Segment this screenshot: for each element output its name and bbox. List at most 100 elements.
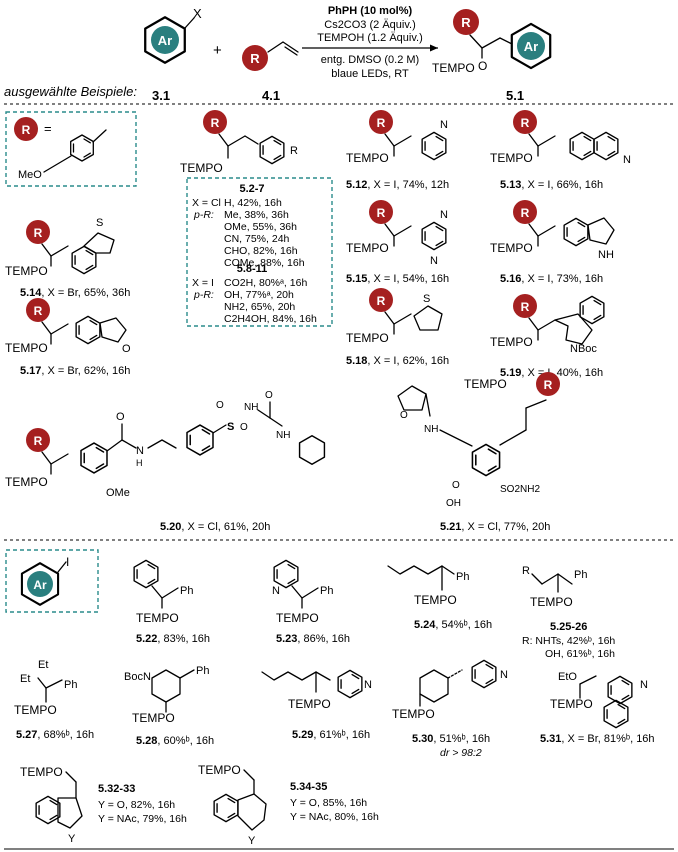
meo-group: MeO bbox=[18, 169, 42, 181]
y-atom: Y bbox=[68, 833, 76, 845]
structure-5-19: R TEMPO NBoc bbox=[490, 294, 605, 355]
n-atom: N bbox=[136, 445, 144, 457]
r-badge bbox=[369, 110, 393, 134]
substituent-row: OMe, 55%, 36h bbox=[224, 221, 297, 233]
nh-atom: NH bbox=[276, 430, 290, 441]
tempo-label: TEMPO bbox=[530, 595, 573, 609]
ph-group: Ph bbox=[320, 585, 333, 597]
product-label: 5.1 bbox=[506, 88, 524, 103]
section-title: ausgewählte Beispiele: bbox=[4, 84, 137, 99]
base-text: Cs2CO3 (2 Äquiv.) bbox=[324, 19, 416, 31]
y-atom: Y bbox=[248, 835, 256, 847]
r-badge bbox=[513, 200, 537, 224]
box-pr-2: p-R: bbox=[193, 289, 214, 301]
n-atom: N bbox=[440, 209, 448, 221]
o-atom: O bbox=[240, 422, 248, 433]
ar-badge-label: Ar bbox=[524, 39, 538, 54]
structure-5-20: R TEMPO O N H OMe S O O NH O NH bbox=[5, 390, 326, 499]
structure-5-29: N TEMPO bbox=[261, 669, 372, 711]
nboc-group: NBoc bbox=[570, 343, 597, 355]
n-atom: N bbox=[640, 679, 648, 691]
para-r: R bbox=[290, 145, 298, 157]
r-badge bbox=[513, 294, 537, 318]
r-badge-label: R bbox=[461, 15, 471, 30]
r-oh-text: OH, 61%ᵇ, 16h bbox=[545, 648, 615, 660]
structure-5-24: Ph TEMPO bbox=[387, 565, 469, 607]
o-atom: O bbox=[400, 410, 408, 421]
r-badge bbox=[513, 110, 537, 134]
tempo-label: TEMPO bbox=[490, 241, 533, 255]
ph-group: Ph bbox=[574, 569, 587, 581]
r-badge bbox=[26, 428, 50, 452]
substituent-row: H, 42%, 16h bbox=[224, 197, 282, 209]
oh-group: OH bbox=[446, 498, 461, 509]
r-plain: R bbox=[522, 565, 530, 577]
equals-sign: = bbox=[44, 121, 52, 136]
caption-5-17: 5.17, X = Br, 62%, 16h bbox=[20, 365, 130, 377]
structure-5-12: R TEMPO N bbox=[346, 110, 448, 165]
tempo-label: TEMPO bbox=[464, 377, 507, 391]
structure-5-22: Ph TEMPO bbox=[133, 559, 193, 625]
ph-group: Ph bbox=[456, 571, 469, 583]
structure-5-32-33: TEMPO Y bbox=[20, 765, 83, 845]
caption-5-15: 5.15, X = I, 54%, 16h bbox=[346, 273, 449, 285]
caption-5-14: 5.14, X = Br, 65%, 36h bbox=[20, 287, 130, 299]
structure-5-14: R TEMPO S bbox=[5, 217, 115, 278]
i-atom: I bbox=[66, 555, 69, 569]
ar-badge bbox=[517, 32, 545, 60]
reactant1-label: 3.1 bbox=[152, 88, 170, 103]
r-badge bbox=[26, 298, 50, 322]
tempo-label: TEMPO bbox=[136, 611, 179, 625]
caption-5-28: 5.28, 60%ᵇ, 16h bbox=[136, 735, 214, 747]
substituent-row: CHO, 82%, 16h bbox=[224, 245, 298, 257]
tempo-label: TEMPO bbox=[490, 335, 533, 349]
substituent-row: C2H4OH, 84%, 16h bbox=[224, 313, 317, 325]
box-title-2: 5.8-11 bbox=[237, 263, 268, 275]
bocn-group: BocN bbox=[124, 671, 151, 683]
r-badge bbox=[369, 200, 393, 224]
r-badge-label: R bbox=[211, 116, 220, 130]
et-group: Et bbox=[20, 673, 30, 685]
r-badge-label: R bbox=[250, 51, 260, 66]
structure-5-30: N TEMPO bbox=[392, 659, 508, 721]
y32b-text: Y = NAc, 79%, 16h bbox=[98, 813, 187, 825]
y34a-text: Y = O, 85%, 16h bbox=[290, 797, 367, 809]
tempo-label: TEMPO bbox=[5, 264, 48, 278]
tempo-label: TEMPO bbox=[346, 331, 389, 345]
solvent-text: entg. DMSO (0.2 M) bbox=[321, 54, 419, 66]
ar-badge bbox=[151, 26, 179, 54]
halide-x: X bbox=[193, 6, 202, 21]
r-badge-label: R bbox=[34, 304, 43, 318]
substituent-box bbox=[186, 177, 333, 327]
tempo-label: TEMPO bbox=[180, 161, 223, 175]
r-badge-label: R bbox=[377, 206, 386, 220]
trap-text: TEMPOH (1.2 Äquiv.) bbox=[317, 32, 423, 44]
caption-5-31: 5.31, X = Br, 81%ᵇ, 16h bbox=[540, 733, 655, 745]
structure-5-28: BocN Ph TEMPO bbox=[124, 665, 209, 725]
substituent-row: OH, 77%ᵃ, 20h bbox=[224, 289, 294, 301]
o-atom: O bbox=[216, 400, 224, 411]
r-badge-label: R bbox=[377, 294, 386, 308]
r-badge-label: R bbox=[521, 206, 530, 220]
structure-5-16: R TEMPO NH bbox=[490, 200, 615, 261]
substituent-row: NH2, 65%, 20h bbox=[224, 301, 295, 313]
caption-5-20: 5.20, X = Cl, 61%, 20h bbox=[160, 521, 270, 533]
n-atom: N bbox=[272, 585, 280, 597]
reaction-conditions: PhPH (10 mol%) Cs2CO3 (2 Äquiv.) TEMPOH … bbox=[302, 5, 438, 80]
r-nhts-text: R: NHTs, 42%ᵇ, 16h bbox=[522, 635, 615, 647]
structure-5-23: N Ph TEMPO bbox=[272, 559, 333, 625]
et-group: Et bbox=[38, 659, 48, 671]
caption-5-24: 5.24, 54%ᵇ, 16h bbox=[414, 619, 492, 631]
n-atom: N bbox=[364, 679, 372, 691]
r-badge-label: R bbox=[521, 116, 530, 130]
r-badge bbox=[242, 45, 268, 71]
caption-5-22: 5.22, 83%, 16h bbox=[136, 633, 210, 645]
tempo-label: TEMPO bbox=[14, 703, 57, 717]
tempo-label: TEMPO bbox=[346, 241, 389, 255]
structure-5-27: Et Et Ph TEMPO bbox=[14, 659, 77, 717]
s-atom: S bbox=[227, 421, 234, 433]
dr-text: dr > 98:2 bbox=[440, 747, 482, 759]
structure-5-13: R TEMPO N bbox=[490, 110, 631, 166]
